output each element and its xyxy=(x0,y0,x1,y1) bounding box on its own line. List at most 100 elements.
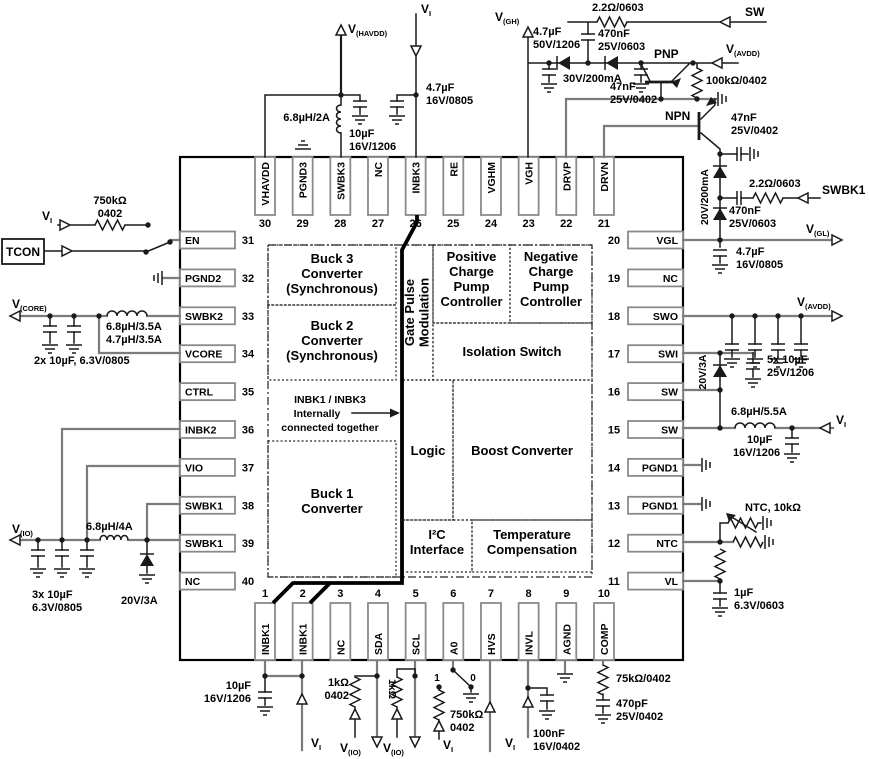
pin-27-NC xyxy=(367,156,389,216)
junction-dot xyxy=(374,673,380,679)
junction-dot xyxy=(450,667,456,673)
pin-label-SWBK1: SWBK1 xyxy=(185,500,223,512)
pin-num-34: 34 xyxy=(242,349,255,361)
capacitor-icon xyxy=(42,325,58,333)
annotation: 470pF xyxy=(616,698,648,710)
ground-icon xyxy=(723,358,741,368)
block-buck2 xyxy=(267,304,397,381)
ground-icon xyxy=(744,378,762,388)
pin-label-INBK3: INBK3 xyxy=(411,162,423,194)
junction-dot xyxy=(412,673,418,679)
capacitor-icon xyxy=(352,100,368,108)
block-title-buck3: (Synchronous) xyxy=(286,281,378,296)
annotation: NPN xyxy=(665,109,690,123)
ground-icon xyxy=(711,264,729,274)
circuit-symbols xyxy=(9,16,843,748)
junction-dot xyxy=(717,387,723,393)
junction-dot xyxy=(729,313,735,319)
annotation: TCON xyxy=(6,245,40,259)
ground-icon xyxy=(594,714,612,724)
junction-dot xyxy=(717,350,723,356)
resistor-icon xyxy=(727,517,759,529)
pin-num-21: 21 xyxy=(598,218,610,230)
block-title-ncp: Charge xyxy=(529,264,574,279)
junction-dot xyxy=(71,313,77,319)
pin-num-2: 2 xyxy=(300,588,306,600)
junction-dot xyxy=(143,249,149,255)
voltage-label: V(HAVDD) xyxy=(348,22,388,38)
pin-label-A0: A0 xyxy=(448,641,460,655)
ground-icon xyxy=(462,693,480,703)
pin-label-VGHM: VGHM xyxy=(486,162,498,194)
annotation: 10µF xyxy=(349,128,375,140)
capacitor-icon xyxy=(541,68,557,76)
resistor-icon xyxy=(433,689,445,721)
pin-label-SCL: SCL xyxy=(411,633,423,655)
pin-label-AGND: AGND xyxy=(561,624,573,655)
pin-num-3: 3 xyxy=(337,588,343,600)
junction-dot xyxy=(717,425,723,431)
pin-label-RE: RE xyxy=(448,162,460,177)
voltage-label: VI xyxy=(311,736,321,752)
annotation: 2x 10µF, 6.3V/0805 xyxy=(34,355,130,367)
annotation: 750kΩ xyxy=(450,709,483,721)
pin-num-27: 27 xyxy=(372,218,384,230)
pin-12-NTC xyxy=(627,533,684,553)
block-title-pcp: Positive xyxy=(447,249,497,264)
pin-14-PGND1 xyxy=(627,457,684,477)
pin-label-HVS: HVS xyxy=(486,633,498,655)
annotation: 10µF xyxy=(226,680,252,692)
annotation: 16V/1206 xyxy=(349,141,396,153)
block-title-boost: Boost Converter xyxy=(471,443,573,458)
junction-dot xyxy=(585,60,591,66)
pin-label-SWBK3: SWBK3 xyxy=(335,162,347,200)
pin-num-18: 18 xyxy=(608,311,620,323)
ground-icon xyxy=(53,568,71,578)
pin-label-INBK1: INBK1 xyxy=(298,623,310,655)
pin-num-35: 35 xyxy=(242,387,254,399)
pin-num-38: 38 xyxy=(242,500,254,512)
pin-label-SW: SW xyxy=(661,387,678,399)
capacitor-icon xyxy=(745,362,761,370)
annotation: 1kΩ xyxy=(328,677,349,689)
ground-icon xyxy=(538,710,556,720)
pin-label-DRVP: DRVP xyxy=(561,162,573,191)
pin-label-COMP: COMP xyxy=(599,624,611,656)
capacitor-icon xyxy=(712,249,728,257)
voltage-label: V(IO) xyxy=(12,522,33,538)
annotation: 100kΩ/0402 xyxy=(706,75,767,87)
annotation: 6.8µH/4A xyxy=(86,521,133,533)
voltage-label: V(GL) xyxy=(806,222,830,238)
pin-label-NC: NC xyxy=(663,273,679,285)
junction-dot xyxy=(436,684,442,690)
block-title-buck2: Converter xyxy=(301,333,362,348)
annotation: 0402 xyxy=(450,722,474,734)
ground-icon xyxy=(701,496,711,512)
ground-icon xyxy=(256,706,274,716)
pin-num-12: 12 xyxy=(608,538,620,550)
annotation: 6.3V/0805 xyxy=(32,602,82,614)
block-title-i2c: Interface xyxy=(410,542,464,557)
pin-label-VCORE: VCORE xyxy=(185,349,222,361)
annotation: 0402 xyxy=(98,208,122,220)
block-title-iso: Isolation Switch xyxy=(463,344,562,359)
pin-num-19: 19 xyxy=(608,273,620,285)
annotation: 20V/3A xyxy=(121,595,158,607)
resistor-icon xyxy=(596,16,628,28)
pin-label-SWO: SWO xyxy=(653,311,678,323)
capacitor-icon xyxy=(784,437,800,445)
annotation: 5x 10µF xyxy=(767,354,808,366)
annotation: 75kΩ/0402 xyxy=(616,673,671,685)
ic-core-boundary xyxy=(267,244,593,578)
block-title-gpm: Modulation xyxy=(417,278,432,347)
annotation: 47nF xyxy=(610,81,636,93)
block-temp xyxy=(471,519,593,573)
arrow-icon xyxy=(59,219,71,231)
voltage-label: V(GH) xyxy=(495,10,520,26)
ground-icon xyxy=(351,115,369,125)
resistor-icon xyxy=(732,536,764,548)
block-title-ncp: Negative xyxy=(524,249,578,264)
ground-icon xyxy=(701,457,711,473)
junction-dot xyxy=(658,96,664,102)
